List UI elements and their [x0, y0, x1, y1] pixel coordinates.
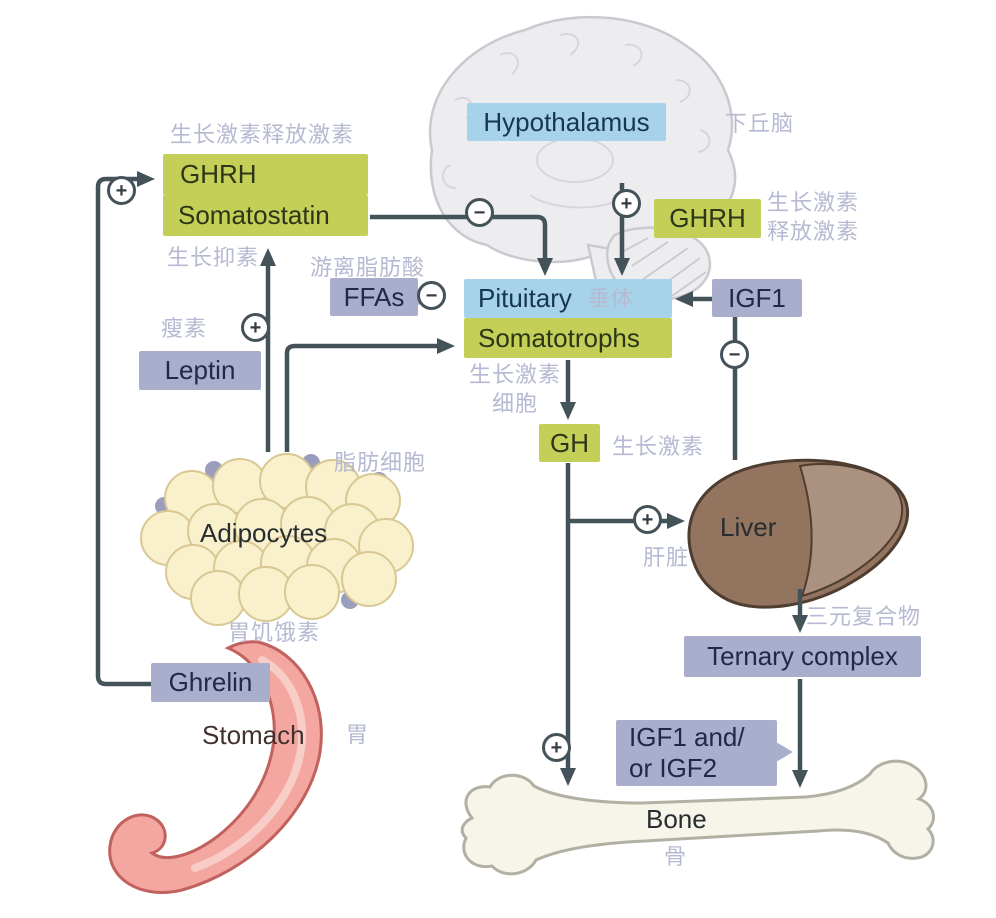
arrow-leptin-to-somatotrophs: [284, 338, 455, 452]
ghrh-right-zh-line1: 生长激素: [767, 190, 860, 215]
bone-zh-label: 骨: [664, 844, 688, 869]
gh-label: GH: [550, 427, 589, 458]
ternary-complex-label: Ternary complex: [707, 641, 898, 671]
minus-sign-igf1-feedback: −: [720, 340, 749, 369]
ghrh-left-box: GHRH: [163, 154, 368, 195]
liver-zh-label: 肝脏: [643, 545, 690, 570]
adipocyte-cells: [140, 453, 414, 626]
ghrh-right-zh-line2: 释放激素: [767, 219, 860, 244]
minus-sign-ffas: −: [417, 281, 446, 310]
plus-sign-leptin-to-hypothalamus: +: [241, 313, 270, 342]
arrow-ghrelin-to-ghrh: [95, 171, 158, 687]
somatostatin-label: Somatostatin: [178, 200, 330, 230]
adipocytes-label: Adipocytes: [200, 518, 328, 548]
igf1-igf2-line2: or IGF2: [629, 753, 718, 783]
ghrh-right-box: GHRH: [654, 199, 761, 238]
arrow-somatostatin-to-pituitary: [370, 214, 553, 276]
ternary-complex-box: Ternary complex: [684, 636, 921, 677]
ghrh-left-label: GHRH: [180, 159, 257, 189]
hypothalamus-zh-label: 下丘脑: [725, 111, 795, 136]
adipocytes-illustration: [140, 453, 414, 626]
minus-sign-somatostatin-to-pituitary: −: [465, 198, 494, 227]
adipocytes-zh-label: 脂肪细胞: [334, 450, 427, 475]
pituitary-box: Pituitary 垂体: [464, 279, 672, 318]
pituitary-label: Pituitary: [478, 283, 572, 313]
somatotrophs-zh-line1: 生长激素: [468, 362, 561, 387]
plus-sign-ghrelin-to-ghrh: +: [107, 176, 136, 205]
stomach-label: Stomach: [202, 720, 305, 750]
ternary-complex-zh-label: 三元复合物: [806, 604, 922, 629]
liver-illustration: [687, 458, 909, 609]
ghrh-right-label: GHRH: [669, 203, 746, 233]
somatotrophs-zh-line2: 细胞: [491, 391, 538, 416]
gh-box: GH: [539, 424, 600, 462]
liver-label: Liver: [720, 512, 777, 542]
ghrelin-box: Ghrelin: [151, 663, 270, 702]
bone-illustration: [460, 759, 935, 876]
stomach-zh-label: 胃: [346, 722, 370, 747]
somatotrophs-label: Somatotrophs: [478, 322, 640, 353]
hypothalamus-box: Hypothalamus: [467, 103, 666, 141]
igf1-label: IGF1: [728, 282, 786, 313]
leptin-label: Leptin: [164, 355, 236, 385]
plus-sign-gh-to-bone: +: [542, 733, 571, 762]
ffas-label: FFAs: [343, 281, 405, 312]
ghrh-left-zh-label: 生长激素释放激素: [170, 122, 355, 147]
somatostatin-box: Somatostatin: [163, 195, 368, 236]
ghrelin-label: Ghrelin: [168, 667, 253, 697]
leptin-zh-label: 瘦素: [161, 316, 208, 341]
leptin-box: Leptin: [139, 351, 261, 390]
somatotrophs-zh-label: 生长激素 细胞: [455, 360, 575, 418]
gh-zh-label: 生长激素: [612, 434, 705, 459]
somatostatin-zh-label: 生长抑素: [167, 245, 260, 270]
ghrh-right-zh-label: 生长激素 释放激素: [767, 188, 859, 246]
igf1-igf2-box: IGF1 and/ or IGF2: [616, 720, 793, 786]
ffas-box: FFAs: [330, 278, 432, 316]
plus-sign-gh-to-liver: +: [633, 505, 662, 534]
igf1-box: IGF1: [712, 279, 802, 317]
somatotrophs-box: Somatotrophs: [464, 318, 672, 358]
hypothalamus-label: Hypothalamus: [483, 106, 650, 137]
bone-label: Bone: [646, 804, 707, 834]
plus-sign-ghrh-to-pituitary: +: [612, 189, 641, 218]
ghrelin-zh-label: 胃饥饿素: [228, 620, 321, 645]
pituitary-zh-label: 垂体: [587, 286, 634, 311]
igf1-igf2-line1: IGF1 and/: [629, 722, 745, 752]
ffas-zh-label: 游离脂肪酸: [310, 255, 426, 280]
